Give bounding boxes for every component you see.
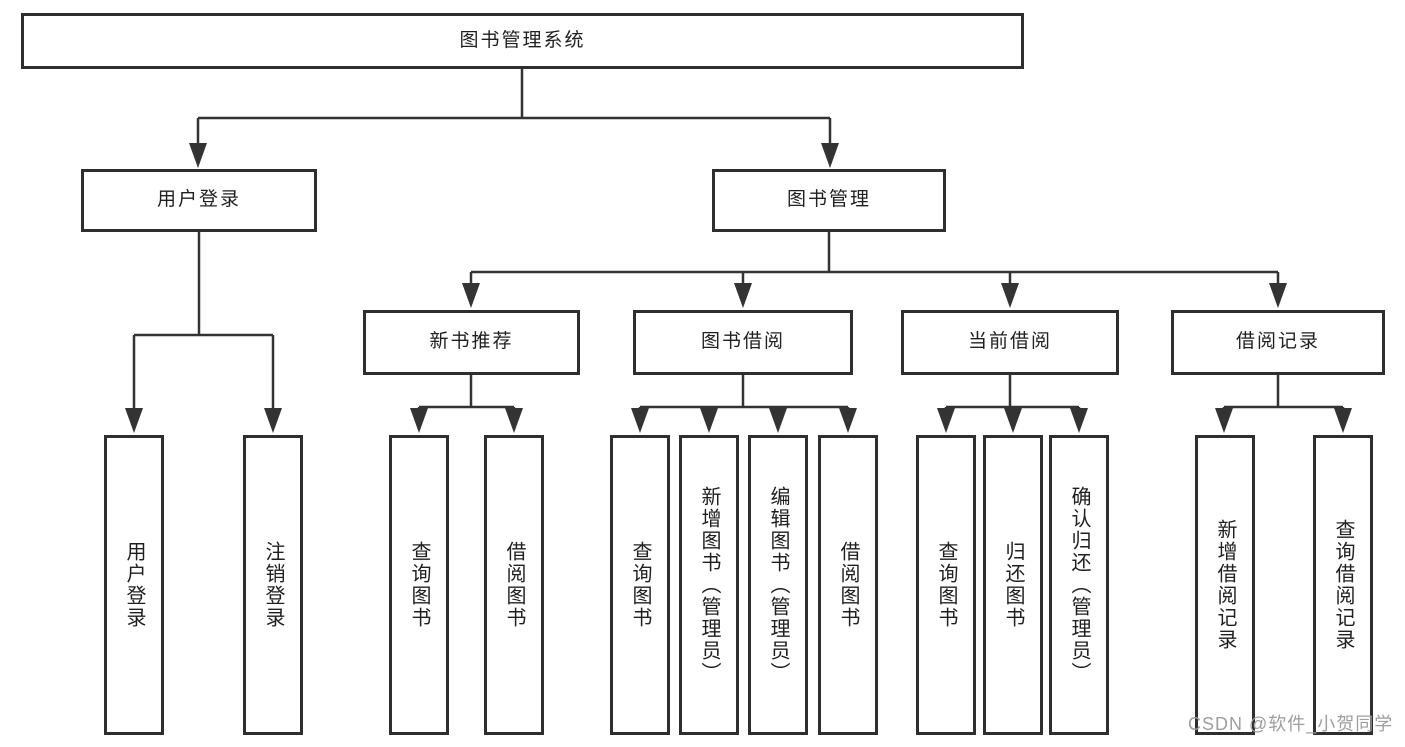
leaf-current-return-books: 归还图书 xyxy=(983,435,1043,735)
arrowhead xyxy=(410,408,428,433)
arrowhead xyxy=(264,408,282,433)
node-book-management: 图书管理 xyxy=(712,169,946,232)
node-new-book-recommend: 新书推荐 xyxy=(363,310,580,375)
node-borrowing-records: 借阅记录 xyxy=(1171,310,1385,375)
leaf-borrowing-query-books: 查询图书 xyxy=(610,435,670,735)
arrowhead xyxy=(1004,408,1022,433)
connector-root-to-level2 xyxy=(196,69,832,146)
connector-bookborrow-to-leaves xyxy=(638,375,850,412)
leaf-newbook-query-books: 查询图书 xyxy=(389,435,449,735)
node-library-system: 图书管理系统 xyxy=(21,13,1024,69)
leaf-borrowing-edit-books-admin: 编辑图书（管理员） xyxy=(748,435,808,735)
arrowhead xyxy=(125,408,143,433)
arrowhead xyxy=(734,283,752,308)
arrowhead xyxy=(937,408,955,433)
arrowhead xyxy=(1269,283,1287,308)
node-current-borrowing: 当前借阅 xyxy=(901,310,1119,375)
node-book-borrowing: 图书借阅 xyxy=(633,310,853,375)
leaf-current-confirm-return-admin: 确认归还（管理员） xyxy=(1049,435,1109,735)
arrowhead xyxy=(769,408,787,433)
leaf-borrowing-add-books-admin: 新增图书（管理员） xyxy=(679,435,739,735)
leaf-logout: 注销登录 xyxy=(243,435,303,735)
connector-bookmgmt-to-level3 xyxy=(469,232,1280,286)
arrowhead xyxy=(821,143,839,168)
arrowhead xyxy=(1215,408,1233,433)
leaf-records-query-record: 查询借阅记录 xyxy=(1313,435,1373,735)
csdn-watermark: CSDN @软件_小贺同学 xyxy=(1188,714,1394,734)
node-user-login: 用户登录 xyxy=(81,169,317,232)
leaf-records-add-record: 新增借阅记录 xyxy=(1195,435,1255,735)
arrowhead xyxy=(1070,408,1088,433)
leaf-borrowing-borrow-books: 借阅图书 xyxy=(818,435,878,735)
arrowhead xyxy=(1334,408,1352,433)
arrowhead xyxy=(1001,283,1019,308)
arrowhead xyxy=(839,408,857,433)
leaf-newbook-borrow-books: 借阅图书 xyxy=(484,435,544,735)
arrowhead xyxy=(631,408,649,433)
leaf-user-login: 用户登录 xyxy=(104,435,164,735)
arrowhead xyxy=(189,143,207,168)
connector-records-to-leaves xyxy=(1222,375,1345,412)
connector-currentborrow-to-leaves xyxy=(944,375,1081,412)
connector-newbook-to-leaves xyxy=(417,375,516,412)
leaf-current-query-books: 查询图书 xyxy=(916,435,976,735)
arrowhead xyxy=(462,283,480,308)
connector-userlogin-to-leaves xyxy=(132,232,275,410)
arrowhead xyxy=(505,408,523,433)
arrowhead xyxy=(700,408,718,433)
